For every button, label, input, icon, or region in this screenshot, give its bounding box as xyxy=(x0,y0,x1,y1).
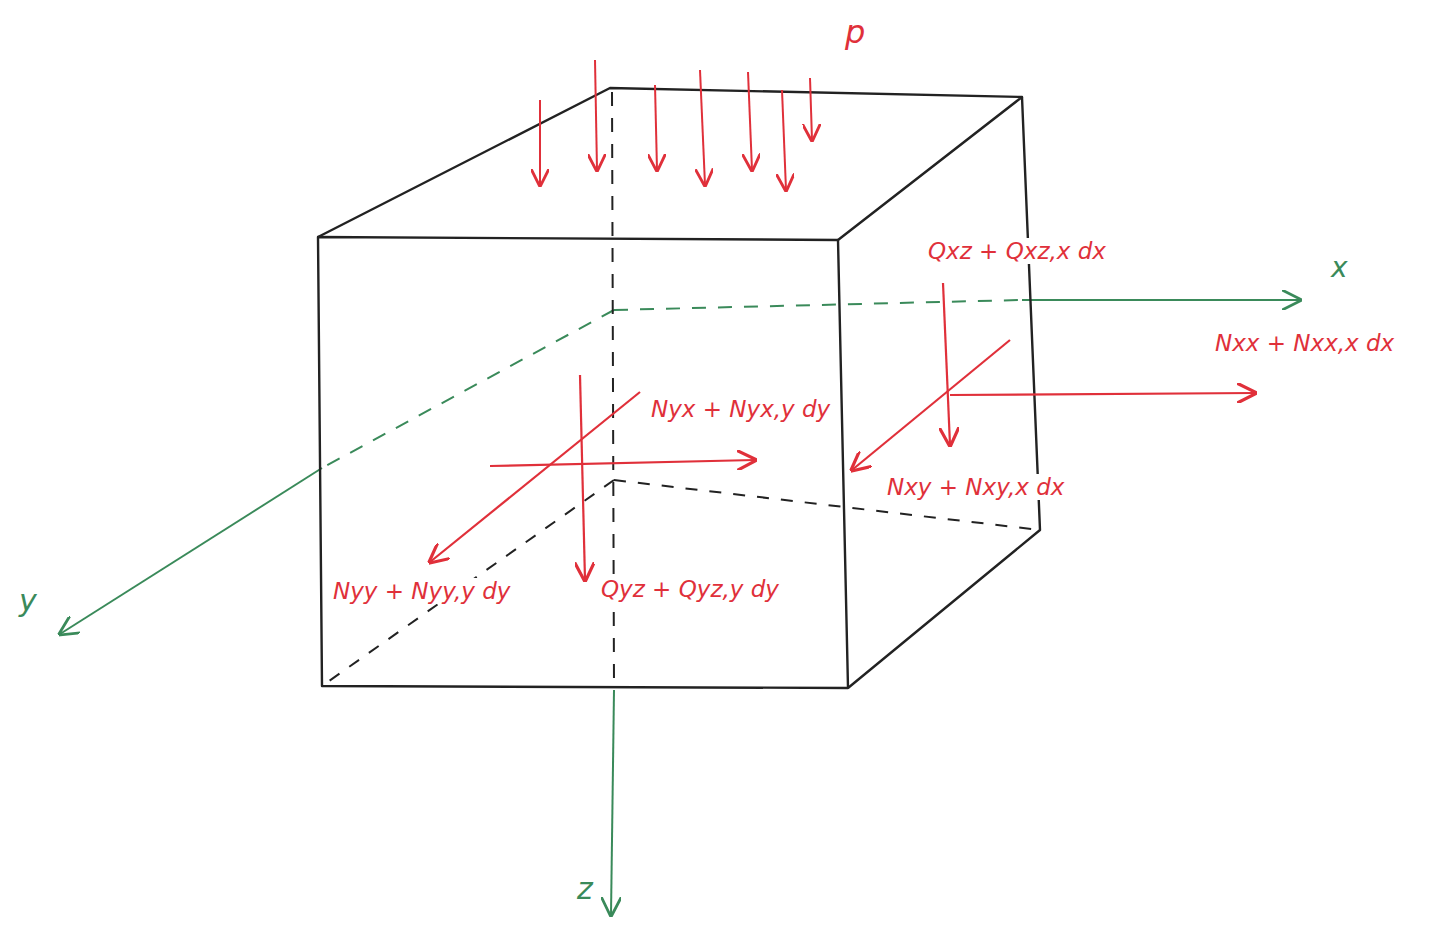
axis-label: x xyxy=(1328,252,1351,284)
cube-edges xyxy=(318,88,1040,688)
force-label: Qyz + Qyz,y dy xyxy=(598,576,782,602)
section-force-arrows xyxy=(430,283,1255,580)
force-label: Qxz + Qxz,x dx xyxy=(925,238,1109,264)
load-symbol: p xyxy=(842,14,868,51)
axis-label: y xyxy=(16,584,40,619)
force-label: Nxy + Nxy,x dx xyxy=(884,474,1067,500)
coordinate-axes xyxy=(60,92,1300,915)
hidden-edges xyxy=(322,480,1040,686)
force-label: Nyx + Nyx,y dy xyxy=(648,396,833,422)
force-label: Nxx + Nxx,x dx xyxy=(1212,330,1397,356)
force-label: Nyy + Nyy,y dy xyxy=(330,578,513,604)
axis-label: z xyxy=(574,872,596,907)
pressure-load-arrows xyxy=(540,60,812,190)
